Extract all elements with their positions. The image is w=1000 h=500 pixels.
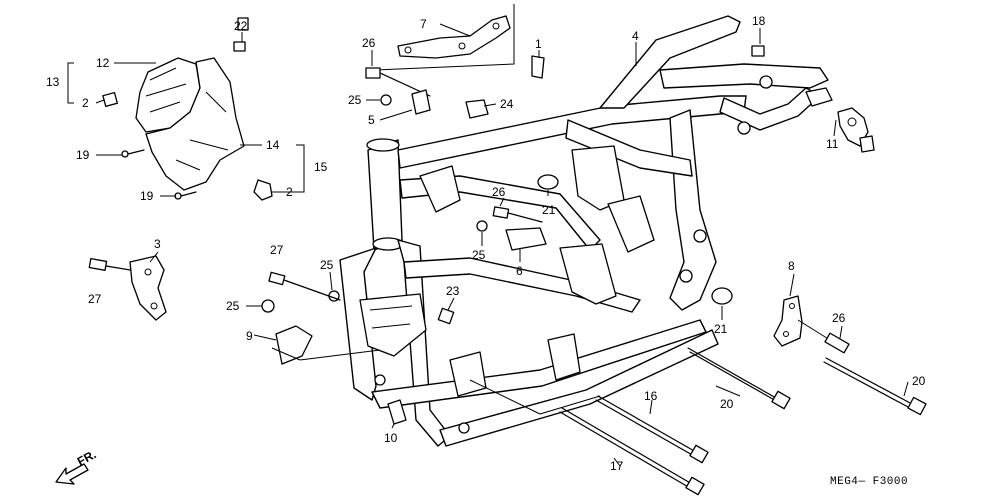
callout-20-right: 20 bbox=[912, 374, 926, 388]
callout-12: 12 bbox=[96, 56, 110, 70]
main-frame bbox=[339, 15, 829, 447]
front-direction-label: FR. bbox=[75, 447, 99, 468]
plate-7-assembly bbox=[375, 4, 515, 71]
leader-lines bbox=[67, 23, 909, 467]
callout-13: 13 bbox=[46, 75, 60, 89]
callout-5: 5 bbox=[368, 113, 375, 127]
callout-26-mid: 26 bbox=[492, 185, 506, 199]
front-direction-indicator: FR. bbox=[55, 447, 99, 485]
callout-23: 23 bbox=[446, 284, 460, 298]
front-arrow-icon bbox=[55, 463, 89, 485]
callout-25-left: 25 bbox=[320, 258, 334, 272]
callout-16: 16 bbox=[644, 389, 658, 403]
callout-11: 11 bbox=[826, 137, 839, 151]
callout-26-right: 26 bbox=[832, 311, 846, 325]
callout-7: 7 bbox=[420, 17, 427, 31]
part-11-assembly bbox=[805, 87, 875, 153]
callout-14: 14 bbox=[266, 138, 280, 152]
callout-2-lower: 2 bbox=[286, 185, 293, 199]
left-cover-assembly bbox=[102, 41, 273, 201]
diagram-code: MEG4— F3000 bbox=[830, 476, 908, 488]
callout-24: 24 bbox=[500, 97, 514, 111]
callout-19-upper: 19 bbox=[76, 148, 90, 162]
callout-25-mid: 25 bbox=[472, 248, 486, 262]
long-bolts bbox=[469, 347, 927, 496]
callout-26-top: 26 bbox=[362, 36, 376, 50]
callout-2-upper: 2 bbox=[82, 96, 89, 110]
callout-25-top: 25 bbox=[348, 93, 362, 107]
callout-21-lower: 21 bbox=[714, 322, 728, 336]
callout-15: 15 bbox=[314, 160, 328, 174]
callout-25-left-washer: 25 bbox=[226, 299, 240, 313]
callout-18: 18 bbox=[752, 14, 766, 28]
callout-labels: 22 12 13 2 14 15 19 2 19 3 27 27 7 26 1 … bbox=[46, 14, 926, 473]
callout-10: 10 bbox=[384, 431, 398, 445]
callout-27-left: 27 bbox=[88, 292, 102, 306]
callout-20-mid: 20 bbox=[720, 397, 734, 411]
callout-22: 22 bbox=[234, 19, 248, 33]
callout-21-upper: 21 bbox=[542, 203, 556, 217]
small-fasteners bbox=[237, 17, 765, 425]
bracket-3-assembly bbox=[88, 255, 167, 321]
callout-19-lower: 19 bbox=[140, 189, 154, 203]
callout-4: 4 bbox=[632, 29, 639, 43]
callout-3: 3 bbox=[154, 237, 161, 251]
callout-17: 17 bbox=[610, 459, 624, 473]
callout-8: 8 bbox=[788, 259, 795, 273]
callout-1: 1 bbox=[535, 37, 542, 51]
callout-9: 9 bbox=[246, 329, 253, 343]
callout-6: 6 bbox=[516, 264, 523, 278]
callout-27-mid: 27 bbox=[270, 243, 284, 257]
bracket-8-assembly bbox=[773, 295, 850, 354]
